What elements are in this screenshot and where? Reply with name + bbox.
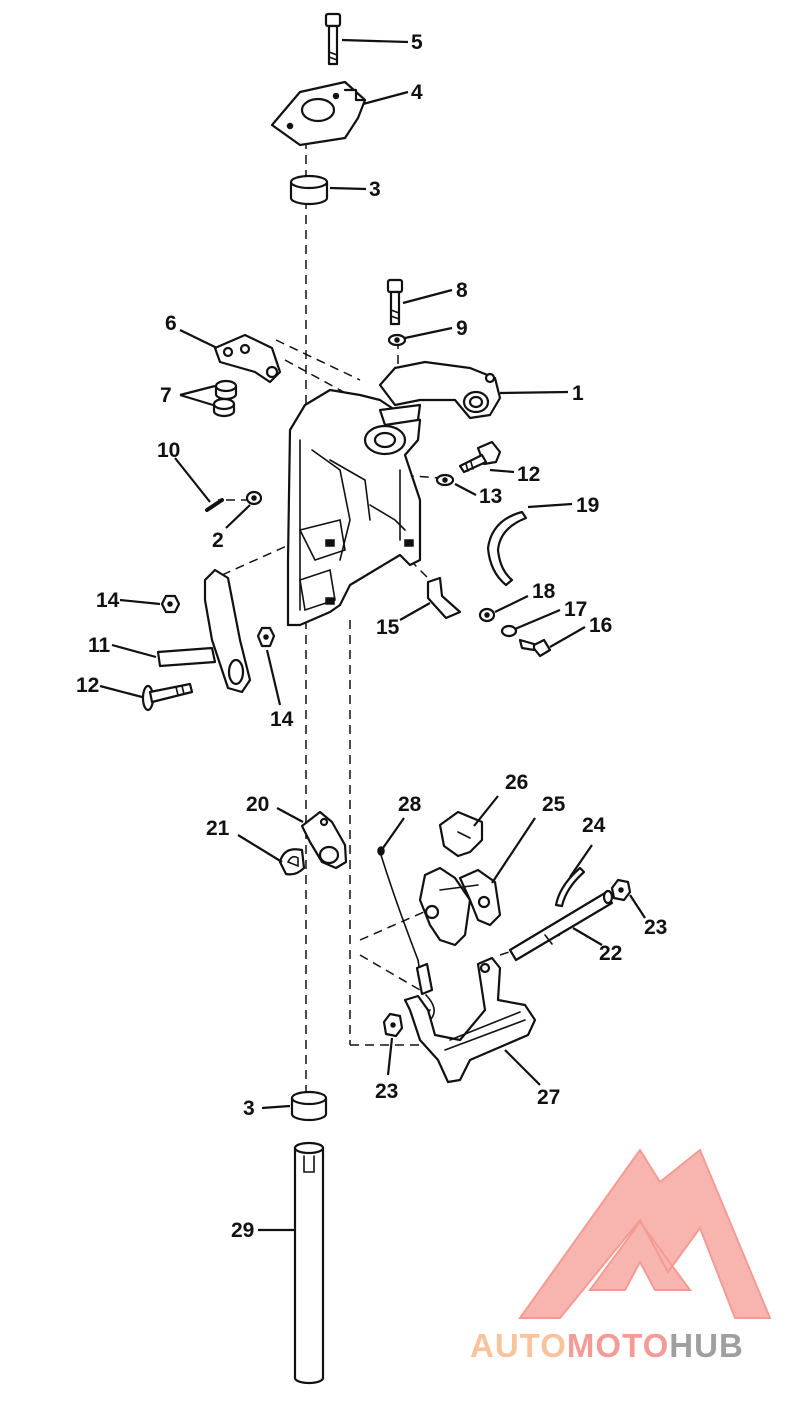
callout-9: 9	[456, 317, 468, 340]
part-3-bushing-top	[289, 174, 329, 206]
callout-23-left: 23	[375, 1080, 398, 1103]
watermark-hub: HUB	[669, 1327, 744, 1364]
part-12-bolt-upper	[458, 440, 502, 474]
callout-26: 26	[505, 771, 528, 794]
callout-4: 4	[411, 81, 423, 104]
part-5-bolt	[324, 12, 342, 66]
callout-1: 1	[572, 382, 584, 405]
part-16-bolt	[518, 638, 552, 658]
part-13-washer	[435, 473, 455, 487]
watermark-auto: AUTO	[470, 1327, 567, 1364]
part-18-washer	[478, 607, 496, 623]
part-2-nut	[245, 490, 263, 506]
part-6-bracket-plate	[213, 333, 282, 384]
callout-10: 10	[157, 439, 180, 462]
callout-15: 15	[376, 616, 400, 639]
part-25-yokes	[418, 866, 502, 947]
callout-19: 19	[576, 494, 599, 517]
callout-12-lower: 12	[76, 674, 99, 697]
part-10-pin	[205, 498, 224, 512]
part-17-lockwasher	[500, 624, 518, 638]
watermark-logo: AUTOMOTOHUB	[470, 1148, 772, 1364]
part-9-washer	[387, 333, 407, 347]
callout-20: 20	[246, 793, 269, 816]
part-4-plate	[270, 80, 367, 147]
part-19-spring-clip	[486, 510, 528, 587]
part-7-spacers	[212, 379, 238, 418]
callout-11: 11	[88, 634, 111, 657]
callout-28: 28	[398, 793, 422, 816]
part-11-lever	[156, 568, 252, 694]
callout-18: 18	[532, 580, 556, 603]
part-12-bolt-lower	[141, 682, 194, 712]
callout-3-bottom: 3	[243, 1097, 255, 1120]
callout-27: 27	[537, 1086, 560, 1109]
callout-6: 6	[165, 312, 177, 335]
part-28-spring-cable	[377, 846, 435, 1021]
callout-24: 24	[582, 814, 606, 837]
callout-23-right: 23	[644, 916, 667, 939]
callout-16: 16	[589, 614, 612, 637]
part-24-pin	[554, 866, 586, 908]
part-15-bracket	[426, 576, 462, 620]
callout-25: 25	[542, 793, 566, 816]
callout-21: 21	[206, 817, 230, 840]
callout-14-right: 14	[270, 708, 294, 731]
callout-labels: 5 4 3 8 9 1 6 7 10 2 12 13 19 14 11 12 1…	[76, 31, 667, 1242]
part-20-cam	[300, 810, 348, 870]
callout-13: 13	[479, 485, 502, 508]
part-21-clip	[278, 848, 306, 876]
part-27-lever-frame	[403, 956, 537, 1084]
watermark-moto: MOTO	[567, 1327, 669, 1364]
callout-17: 17	[564, 598, 587, 621]
main-bracket-casting	[286, 388, 422, 627]
watermark-text: AUTOMOTOHUB	[470, 1327, 744, 1364]
leader-lines	[99, 38, 646, 1232]
callout-14-left: 14	[96, 589, 120, 612]
callout-3-top: 3	[369, 178, 381, 201]
part-3-bushing-bottom	[290, 1090, 328, 1122]
part-8-bolt	[386, 278, 404, 326]
logo-mark	[518, 1148, 772, 1319]
part-29-tube	[293, 1141, 325, 1385]
part-14-nut-left	[160, 594, 181, 614]
part-14-nut-right	[256, 626, 276, 648]
part-1-arm	[378, 360, 502, 420]
callout-8: 8	[456, 279, 468, 302]
callout-2: 2	[212, 529, 224, 552]
part-23-nut-left	[382, 1012, 404, 1038]
callout-12-upper: 12	[517, 463, 540, 486]
callout-22: 22	[599, 942, 622, 965]
part-23-nut-right	[610, 878, 632, 902]
callout-7: 7	[160, 384, 172, 407]
part-22-shaft	[508, 889, 614, 962]
part-26-cap	[438, 810, 484, 858]
callout-5: 5	[411, 31, 423, 54]
callout-29: 29	[231, 1219, 254, 1242]
